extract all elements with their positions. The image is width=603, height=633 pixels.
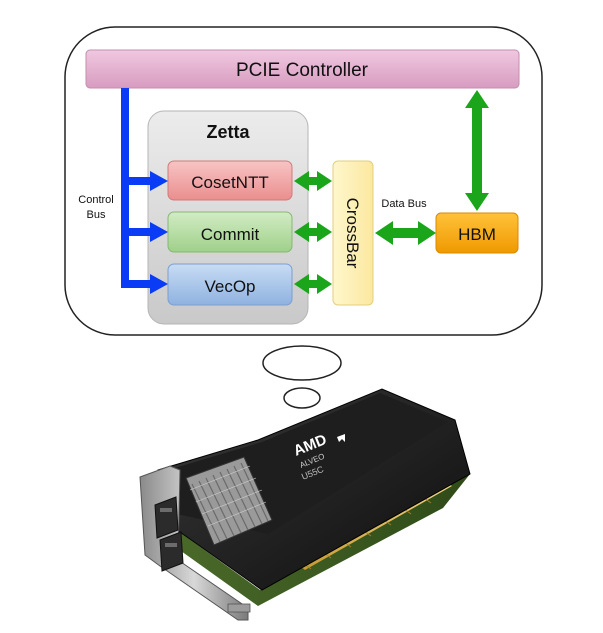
pcie-hbm-arrow (465, 90, 489, 211)
alveo-card-image: AMD ALVEO U55C (139, 388, 471, 621)
module-commit-label: Commit (201, 225, 260, 244)
module-vecop: VecOp (167, 263, 293, 306)
module-cosetntt: CosetNTT (167, 160, 293, 201)
module-vecop-label: VecOp (204, 277, 255, 296)
module-crossbar-arrows (294, 171, 332, 294)
data-bus-arrow (375, 221, 436, 245)
control-bus-label-line2: Bus (87, 209, 106, 221)
hbm-block: HBM (435, 212, 519, 254)
thought-bubble-large (262, 345, 342, 381)
amd-logo-icon (337, 434, 345, 442)
crossbar-label: CrossBar (343, 198, 362, 269)
hbm-label: HBM (458, 225, 496, 244)
zetta-label: Zetta (206, 122, 250, 142)
control-bus-arrows (121, 88, 168, 294)
thought-bubble-small (283, 387, 321, 409)
module-commit: Commit (167, 211, 293, 253)
pcie-controller: PCIE Controller (85, 49, 520, 89)
crossbar: CrossBar (332, 160, 374, 306)
data-bus-label: Data Bus (381, 198, 427, 210)
control-bus-label-line1: Control (78, 194, 113, 206)
module-cosetntt-label: CosetNTT (191, 173, 268, 192)
pcie-controller-label: PCIE Controller (236, 60, 369, 81)
